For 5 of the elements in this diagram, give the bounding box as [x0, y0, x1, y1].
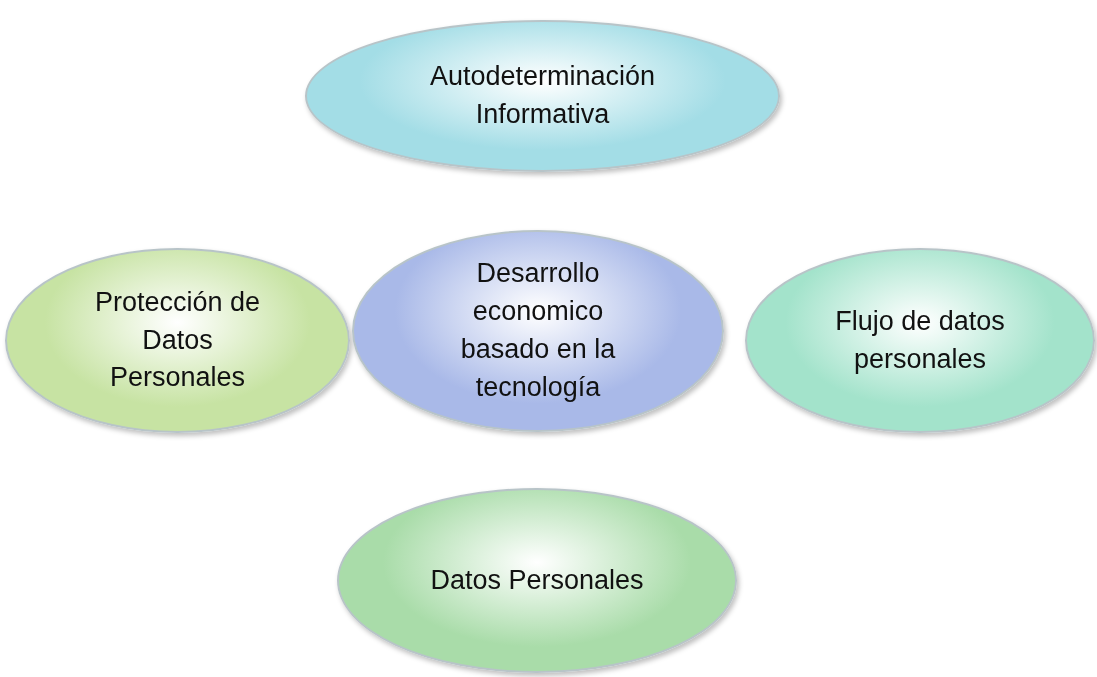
node-text: Protección de Datos Personales [93, 285, 262, 395]
node-text: Flujo de datos personales [834, 304, 1006, 376]
node-text: Autodeterminación Informativa [428, 60, 657, 131]
node-text: Datos Personales [430, 563, 644, 597]
node-text: Desarrollo economico basado en la tecnología [459, 257, 617, 404]
